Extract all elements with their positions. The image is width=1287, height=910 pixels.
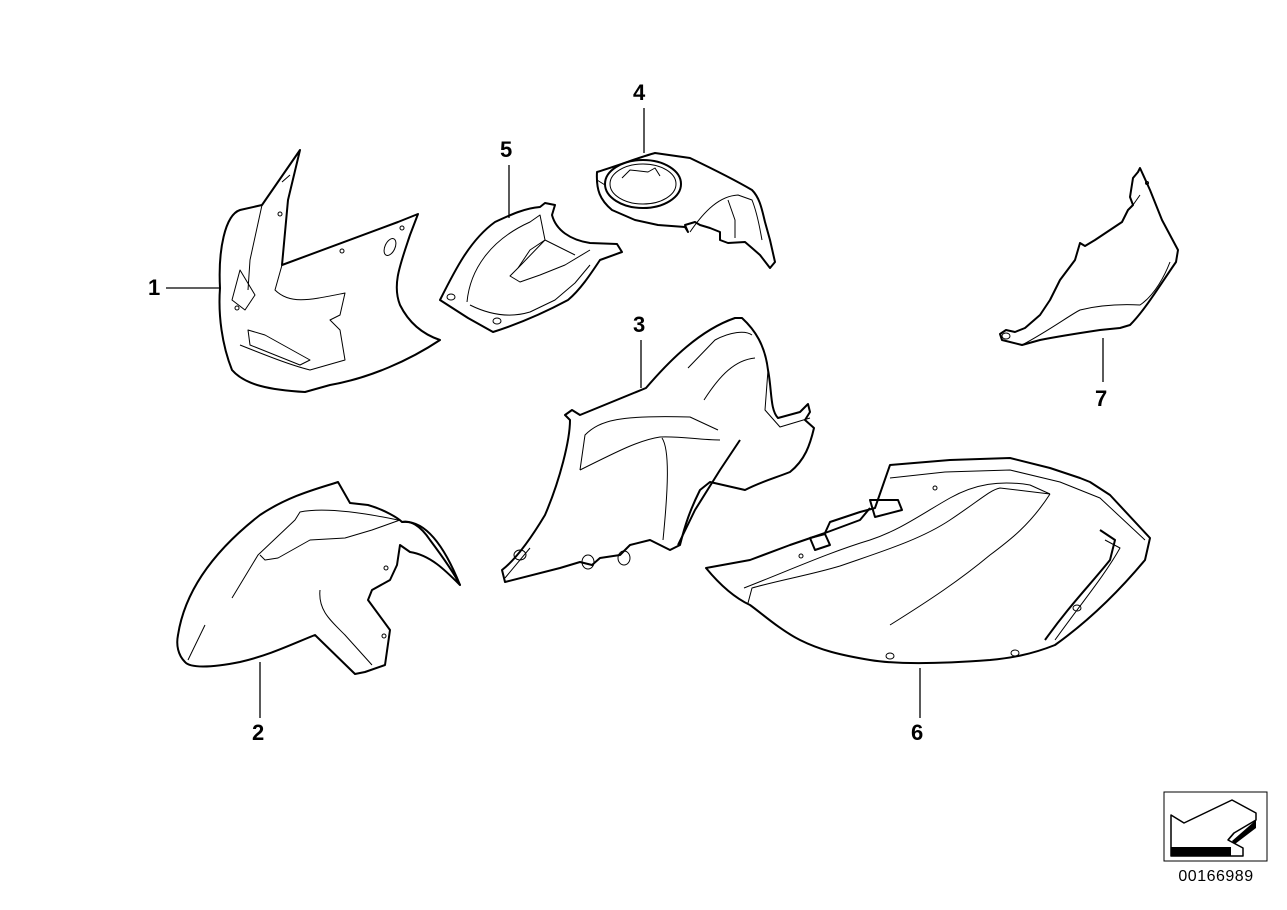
callout-7: 7 [1095,386,1108,411]
callout-2: 2 [252,720,265,745]
callout-6: 6 [911,720,924,745]
reference-number: 00166989 [1178,868,1254,885]
part-2-front-mudguard[interactable] [176,481,461,675]
part-5-center-cover[interactable] [439,202,623,333]
part-7-side-trim[interactable] [999,167,1179,346]
part-4-tank-cover[interactable] [595,152,776,269]
orientation-arrow-icon [1163,791,1268,862]
callout-5: 5 [500,137,513,162]
part-6-large-side-panel[interactable] [705,457,1151,665]
callout-3: 3 [633,312,646,337]
part-3-side-panel[interactable] [501,317,815,583]
callout-1: 1 [148,275,161,300]
part-1-front-fairing[interactable] [218,149,441,393]
callout-4: 4 [633,80,646,105]
